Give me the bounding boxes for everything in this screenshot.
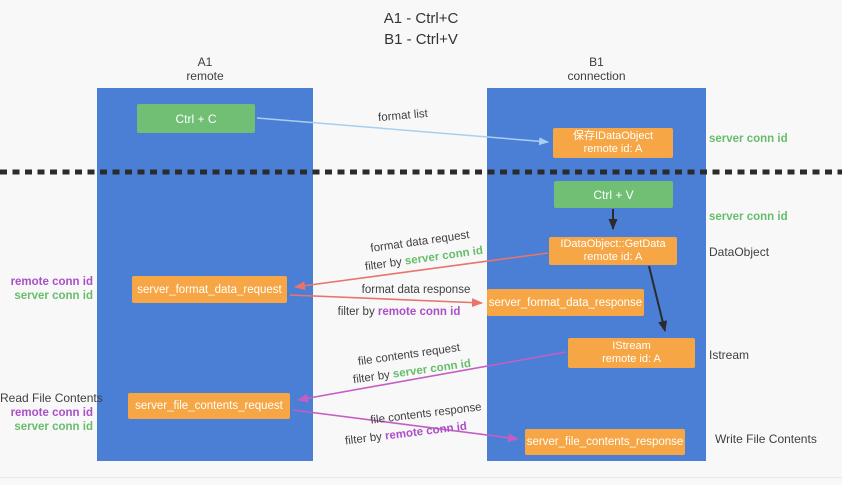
format-data-response-label: format data response	[361, 284, 471, 296]
getdata-node: IDataObject::GetData remote id: A	[549, 237, 677, 265]
filter-by-text: filter by	[337, 306, 375, 318]
server-file-contents-request-node: server_file_contents_request	[128, 393, 290, 419]
remote-conn-id-annotation-lower: remote conn id	[10, 407, 93, 419]
save-dataobject-line1: 保存IDataObject	[572, 129, 654, 142]
ctrl-v-key-node: Ctrl + V	[554, 181, 673, 208]
save-dataobject-line2: remote id: A	[583, 143, 643, 155]
diagram-title: A1 - Ctrl+C B1 - Ctrl+V	[0, 8, 842, 50]
ctrl-v-label: Ctrl + V	[593, 187, 634, 202]
left-column-name: A1	[197, 55, 213, 69]
server-conn-id-annotation-top: server conn id	[709, 133, 788, 145]
server-file-contents-request-label: server_file_contents_request	[135, 400, 283, 412]
read-file-contents-annotation: Read File Contents	[0, 391, 103, 405]
server-file-contents-response-label: server_file_contents_response	[526, 436, 684, 448]
getdata-line1: IDataObject::GetData	[560, 237, 666, 250]
server-format-data-response-node: server_format_data_response	[487, 289, 644, 316]
file-contents-response-arrow	[292, 409, 519, 443]
right-column-header: B1 connection	[487, 55, 706, 83]
getdata-line2: remote id: A	[583, 251, 643, 263]
remote-conn-id-annotation-upper: remote conn id	[10, 276, 93, 288]
istream-node: IStream remote id: A	[568, 338, 695, 368]
write-file-contents-annotation: Write File Contents	[715, 432, 817, 446]
server-format-data-response-label: server_format_data_response	[488, 296, 643, 309]
ctrl-c-key-node: Ctrl + C	[137, 104, 255, 133]
format-response-filter-label: filter by remote conn id	[338, 306, 461, 318]
server-format-data-request-label: server_format_data_request	[137, 283, 282, 296]
save-dataobject-node: 保存IDataObject remote id: A	[553, 128, 673, 158]
format-data-response-arrow	[289, 294, 483, 308]
file-contents-request-arrow	[297, 351, 567, 403]
title-line-1: A1 - Ctrl+C	[383, 10, 459, 27]
server-conn-id-annotation-mid: server conn id	[709, 211, 788, 223]
right-column-name: B1	[589, 55, 604, 69]
remote-conn-id-key: remote conn id	[377, 306, 461, 318]
server-format-data-request-node: server_format_data_request	[132, 276, 287, 303]
server-file-contents-response-node: server_file_contents_response	[525, 429, 685, 455]
bottom-edge-divider	[0, 477, 842, 478]
dataobject-annotation: DataObject	[709, 245, 770, 259]
istream-line2: remote id: A	[602, 353, 661, 365]
left-column-header: A1 remote	[97, 55, 313, 83]
server-conn-id-annotation-lower: server conn id	[14, 421, 93, 433]
istream-annotation: Istream	[709, 348, 750, 362]
server-conn-id-annotation-upper: server conn id	[14, 290, 93, 302]
left-column-subtitle: remote	[186, 69, 224, 83]
getdata-to-istream-arrow	[648, 265, 667, 332]
right-column-subtitle: connection	[567, 69, 626, 83]
istream-line1: IStream	[612, 339, 651, 352]
ctrl-c-label: Ctrl + C	[175, 111, 217, 126]
format-list-arrow	[256, 117, 549, 146]
title-line-2: B1 - Ctrl+V	[384, 31, 458, 48]
format-data-request-arrow	[294, 252, 549, 291]
